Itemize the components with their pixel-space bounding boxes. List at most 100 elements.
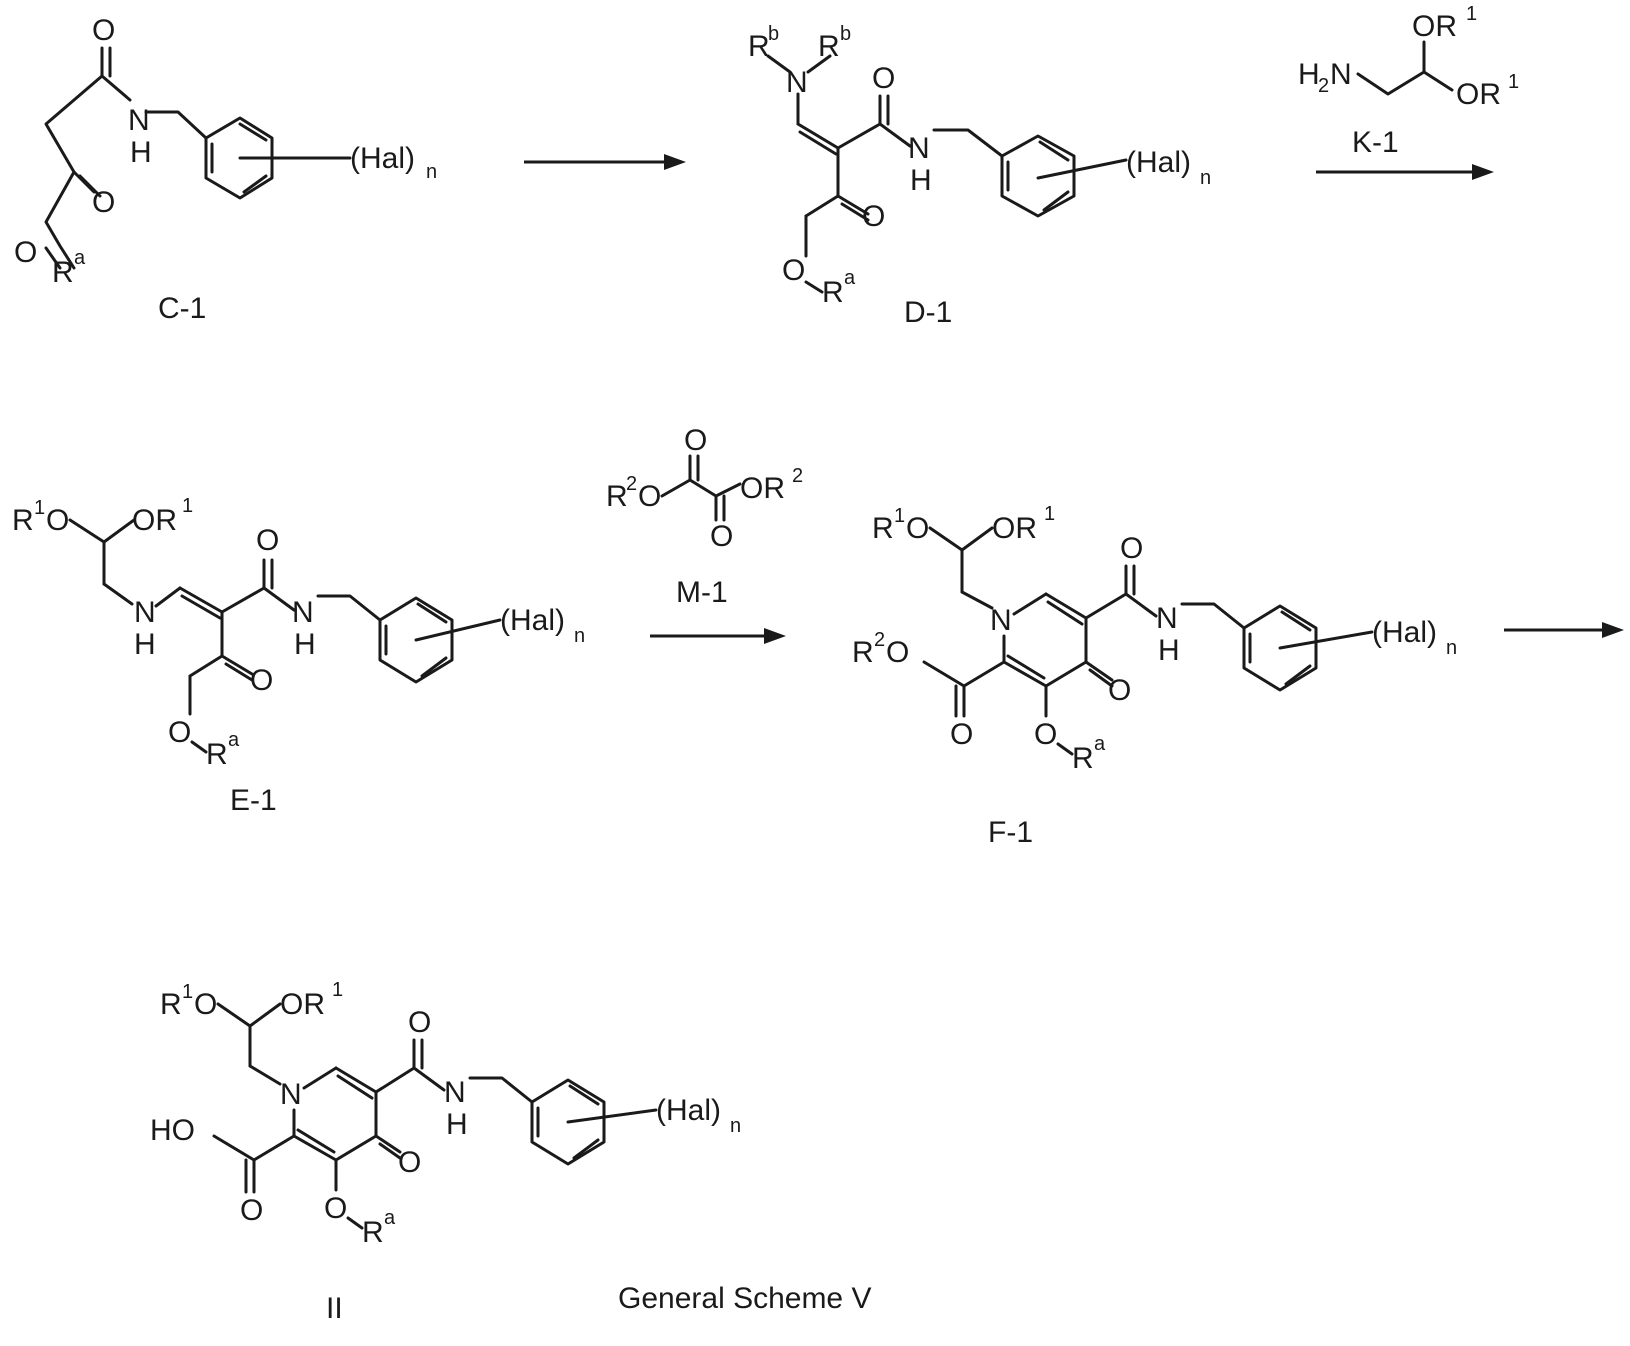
- e1-r1-left-o: O: [46, 504, 69, 537]
- e1-amide-n: N: [292, 596, 314, 629]
- d1-amide-nitrogen: N: [908, 132, 930, 165]
- compound-label-f-1: F-1: [988, 816, 1033, 849]
- m1-r2-left-r: R: [606, 480, 628, 513]
- k1-h2n-h: H: [1298, 58, 1320, 91]
- f1-hal-n: n: [1446, 637, 1457, 659]
- compound-label-ii: II: [326, 1292, 343, 1325]
- m1-carbonyl-bottom: O: [710, 520, 733, 553]
- ii-ra-superscript: a: [384, 1207, 396, 1229]
- d1-carbonyl-oxygen: O: [872, 62, 895, 95]
- compound-label-c-1: C-1: [158, 292, 206, 325]
- ii-amide-n: N: [444, 1076, 466, 1109]
- m1-carbonyl-top: O: [684, 424, 707, 457]
- ii-ra-r: R: [362, 1216, 384, 1249]
- compound-c-1: O N H O O R a (Hal) n C-1: [14, 14, 437, 325]
- reaction-arrow-1: [524, 154, 686, 170]
- e1-or1-right-superscript: 1: [182, 495, 193, 517]
- e1-carbonyl-oxygen: O: [256, 524, 279, 557]
- f1-amide-carbonyl-oxygen: O: [1120, 532, 1143, 565]
- f1-r1-left-superscript: 1: [894, 505, 905, 527]
- k1-h2n-subscript: 2: [1318, 75, 1329, 97]
- c1-ra-r: R: [52, 256, 74, 289]
- e1-amide-h: H: [294, 628, 316, 661]
- c1-ether-oxygen: O: [14, 236, 37, 269]
- e1-r1-left-r: R: [12, 504, 34, 537]
- k1-h2n-n: N: [1330, 58, 1352, 91]
- k1-or1-top: OR: [1412, 10, 1457, 43]
- f1-amide-h: H: [1158, 634, 1180, 667]
- f1-ring-nitrogen: N: [990, 604, 1012, 637]
- ii-ring-nitrogen: N: [280, 1078, 302, 1111]
- ii-hal-n: n: [730, 1115, 741, 1137]
- ii-r1-left-superscript: 1: [182, 981, 193, 1003]
- f1-amide-n: N: [1156, 602, 1178, 635]
- reagent-k-1: H 2 N OR 1 OR 1 K-1: [1298, 3, 1519, 159]
- ii-ether-oxygen: O: [324, 1192, 347, 1225]
- k1-or1-bottom-superscript: 1: [1508, 71, 1519, 93]
- compound-label-d-1: D-1: [904, 296, 952, 329]
- f1-ester-carbonyl-oxygen: O: [950, 718, 973, 751]
- c1-ketone-oxygen: O: [92, 186, 115, 219]
- ii-or1-right: OR: [280, 988, 325, 1021]
- compound-label-e-1: E-1: [230, 784, 277, 817]
- ii-acid-carbonyl-oxygen: O: [240, 1194, 263, 1227]
- f1-r1-left-r: R: [872, 512, 894, 545]
- f1-r1-left-o: O: [906, 512, 929, 545]
- e1-hal: (Hal): [500, 604, 565, 637]
- f1-or1-right: OR: [992, 512, 1037, 545]
- reaction-arrow-3: [650, 628, 786, 644]
- reaction-arrow-4: [1504, 622, 1624, 638]
- e1-or1-right: OR: [132, 504, 177, 537]
- reaction-arrow-2: [1316, 164, 1494, 180]
- d1-enamine-nitrogen: N: [786, 66, 808, 99]
- c1-hal: (Hal): [350, 142, 415, 175]
- d1-rb-right-b: b: [840, 23, 851, 45]
- d1-rb-left-b: b: [768, 23, 779, 45]
- f1-r2-o: O: [886, 636, 909, 669]
- ii-r1-left-r: R: [160, 988, 182, 1021]
- e1-hal-n: n: [574, 625, 585, 647]
- d1-rb-right-r: R: [818, 30, 840, 63]
- ii-amide-h: H: [446, 1108, 468, 1141]
- m1-label: M-1: [676, 576, 728, 609]
- k1-or1-bottom: OR: [1456, 78, 1501, 111]
- d1-ra-superscript: a: [844, 267, 856, 289]
- d1-hal: (Hal): [1126, 146, 1191, 179]
- c1-amide-hydrogen: H: [130, 136, 152, 169]
- scheme-caption: General Scheme V: [618, 1282, 871, 1315]
- d1-ra-r: R: [822, 276, 844, 309]
- c1-hal-n: n: [426, 161, 437, 183]
- d1-rb-left-r: R: [748, 30, 770, 63]
- d1-hal-n: n: [1200, 167, 1211, 189]
- f1-ra-r: R: [1072, 742, 1094, 775]
- f1-ring-ketone-oxygen: O: [1108, 674, 1131, 707]
- e1-ketone-oxygen: O: [250, 664, 273, 697]
- m1-r2-left-superscript: 2: [626, 473, 637, 495]
- f1-r2-r: R: [852, 636, 874, 669]
- ii-or1-right-superscript: 1: [332, 979, 343, 1001]
- d1-ether-oxygen: O: [782, 254, 805, 287]
- compound-ii: R 1 O OR 1 N O O R a O HO O N: [150, 979, 741, 1325]
- e1-ra-r: R: [206, 738, 228, 771]
- m1-r2-left-o: O: [638, 480, 661, 513]
- k1-label: K-1: [1352, 126, 1399, 159]
- c1-carbonyl-oxygen: O: [92, 14, 115, 47]
- m1-or2-right: OR: [740, 472, 785, 505]
- d1-amide-hydrogen: H: [910, 164, 932, 197]
- m1-or2-right-superscript: 2: [792, 465, 803, 487]
- e1-r1-left-superscript: 1: [34, 497, 45, 519]
- ii-hal: (Hal): [656, 1094, 721, 1127]
- e1-nh-n: N: [134, 596, 156, 629]
- c1-ra-superscript: a: [74, 247, 86, 269]
- c1-amide-nitrogen: N: [128, 104, 150, 137]
- f1-or1-right-superscript: 1: [1044, 503, 1055, 525]
- e1-ra-superscript: a: [228, 729, 240, 751]
- f1-ether-oxygen: O: [1034, 718, 1057, 751]
- f1-hal: (Hal): [1372, 616, 1437, 649]
- f1-ra-superscript: a: [1094, 733, 1106, 755]
- k1-or1-top-superscript: 1: [1466, 3, 1477, 25]
- f1-r2-superscript: 2: [874, 629, 885, 651]
- e1-ether-oxygen: O: [168, 716, 191, 749]
- compound-d-1: R b R b N O N H O O R a (Hal) n D-1: [748, 23, 1211, 329]
